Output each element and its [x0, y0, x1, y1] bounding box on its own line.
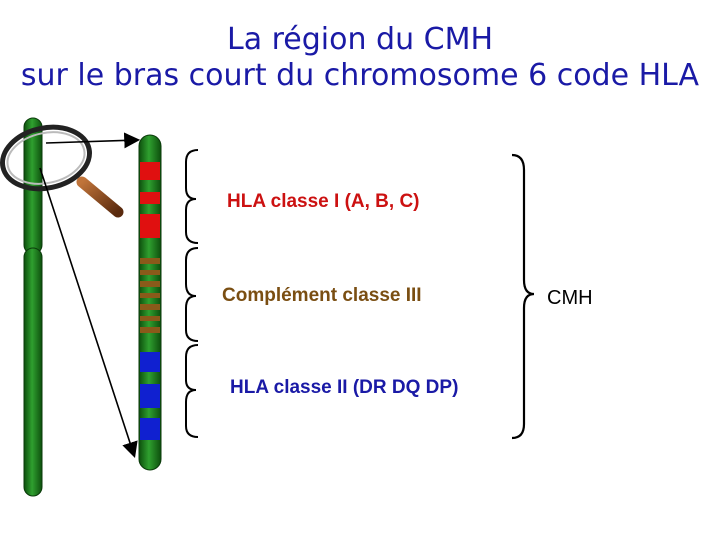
- arrow-top: [45, 132, 141, 149]
- label-cmh: CMH: [547, 287, 593, 309]
- label-hla-class-2: HLA classe II (DR DQ DP): [230, 377, 459, 398]
- brace-class-2: [185, 344, 199, 438]
- magnifier-icon: [0, 124, 124, 218]
- class-1-bands: [140, 162, 160, 238]
- brace-cmh: [511, 153, 535, 440]
- class-2-bands: [140, 352, 160, 440]
- enlarged-short-arm: [138, 134, 162, 471]
- projection-arrows: [39, 132, 141, 459]
- brace-class-3: [185, 247, 199, 342]
- brace-class-1: [185, 149, 199, 244]
- class-3-bands: [140, 258, 160, 333]
- chromosome-6: [23, 117, 43, 497]
- title-line-2: sur le bras court du chromosome 6 code H…: [20, 58, 700, 93]
- title-line-1: La région du CMH: [226, 22, 494, 57]
- label-hla-class-1: HLA classe I (A, B, C): [227, 191, 420, 212]
- chromosome-long-arm: [23, 247, 43, 497]
- arrow-bottom: [39, 167, 138, 459]
- label-complement-class-3: Complément classe III: [222, 285, 422, 306]
